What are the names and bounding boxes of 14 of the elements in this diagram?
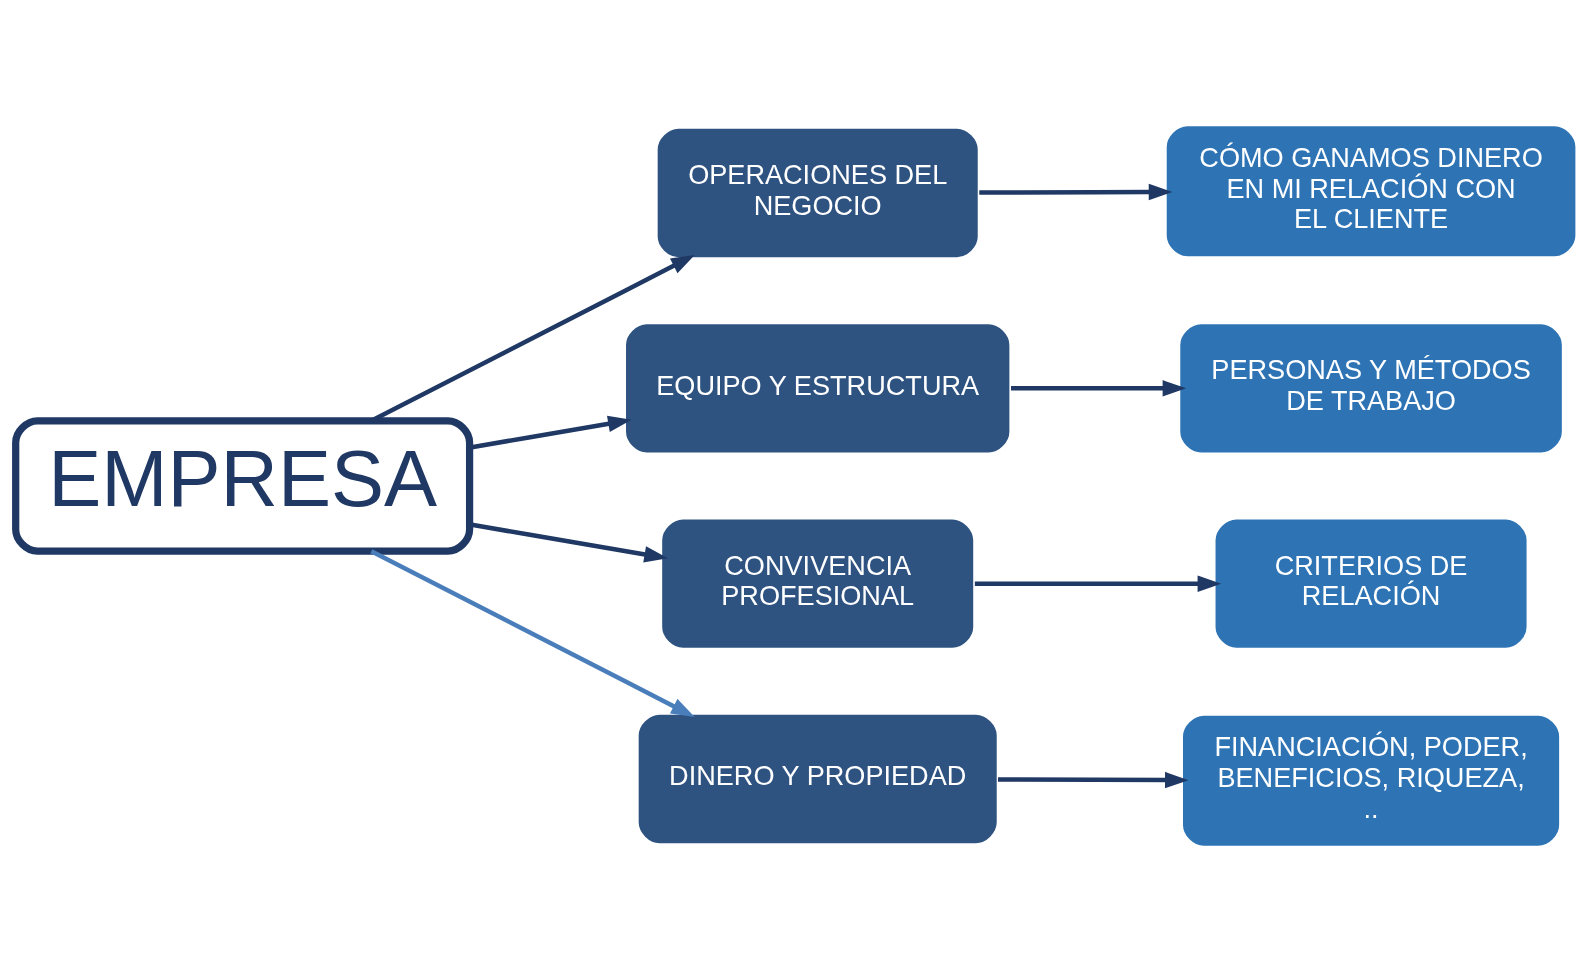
- node-box: FINANCIACIÓN, PODER, BENEFICIOS, RIQUEZA, ..: [1181, 713, 1561, 848]
- node-box: CÓMO GANAMOS DINERO EN MI RELACIÓN CON EL CLIENTE: [1164, 123, 1578, 258]
- node-box: PERSONAS Y MÉTODOS DE TRABAJO: [1178, 321, 1564, 454]
- arrow: [979, 183, 1173, 200]
- node-box: EMPRESA: [12, 416, 474, 555]
- node-box: CONVIVENCIA PROFESIONAL: [660, 517, 976, 650]
- arrow: [998, 771, 1189, 788]
- node-box: EQUIPO Y ESTRUCTURA: [624, 321, 1012, 454]
- node-box: DINERO Y PROPIEDAD: [636, 712, 999, 845]
- arrow: [1011, 379, 1187, 397]
- arrow: [974, 574, 1222, 592]
- node-box: CRITERIOS DE RELACIÓN: [1213, 517, 1529, 650]
- arrow: [370, 548, 695, 717]
- node-box: OPERACIONES DEL NEGOCIO: [655, 126, 980, 259]
